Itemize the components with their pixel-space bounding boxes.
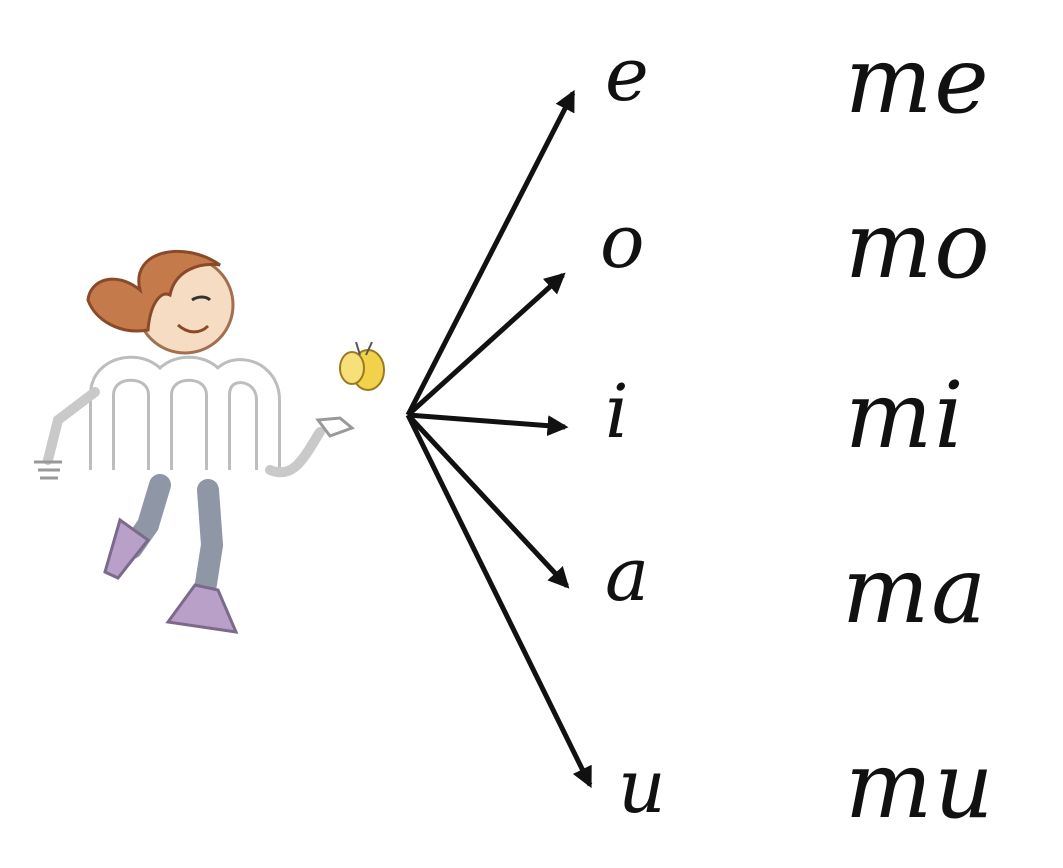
arrow-to-u	[405, 413, 593, 789]
syllable-label-mo: mo	[845, 192, 992, 299]
butterfly-icon	[339, 341, 385, 391]
letter-m-body	[89, 355, 281, 470]
smile	[176, 323, 210, 334]
right-hand	[315, 416, 355, 438]
arrow-to-o	[406, 272, 566, 417]
arrow-to-i	[407, 412, 569, 437]
syllable-label-mu: mu	[845, 732, 996, 839]
syllable-label-me: me	[845, 27, 991, 134]
vowel-label-e: e	[605, 32, 649, 118]
right-shoe	[165, 583, 239, 634]
vowel-label-a: a	[605, 532, 650, 618]
vowel-label-o: o	[600, 199, 645, 285]
arrows	[405, 89, 593, 789]
letter-m-inner	[92, 358, 278, 470]
left-hand	[34, 460, 62, 480]
girl-letter-m-illustration	[34, 249, 385, 634]
arrow-to-a	[406, 413, 570, 589]
right-arm	[265, 427, 325, 478]
syllable-label-ma: ma	[842, 537, 989, 644]
right-leg	[194, 479, 224, 601]
arrow-to-e	[405, 89, 576, 417]
vowel-label-u: u	[618, 744, 666, 830]
hair	[86, 249, 221, 333]
syllable-label-mi: mi	[845, 362, 966, 469]
left-arm	[43, 387, 100, 465]
vowel-label-i: i	[605, 369, 629, 455]
left-shoe	[103, 517, 151, 580]
eye	[191, 295, 212, 302]
